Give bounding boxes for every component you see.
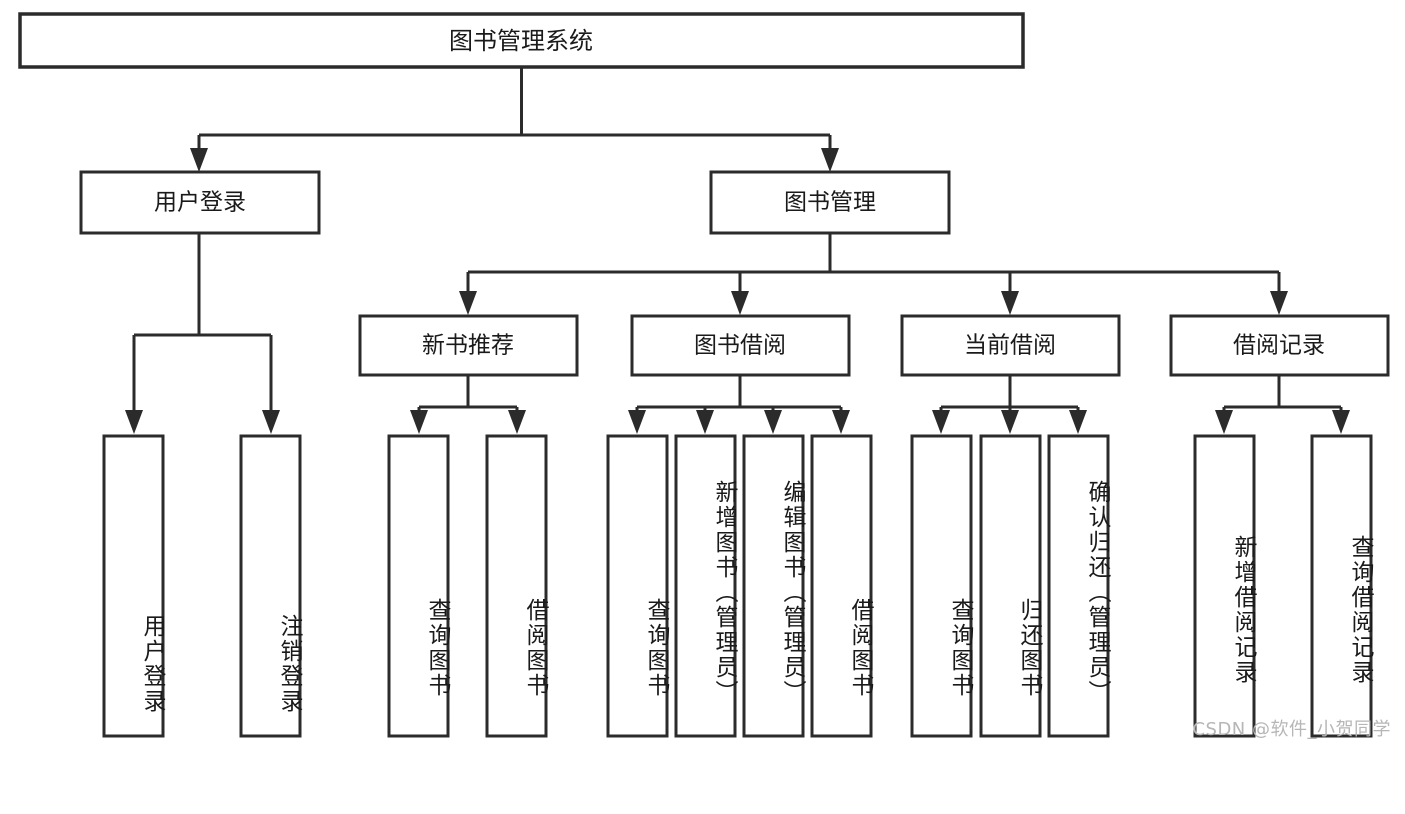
node-book-borrow-label: 图书借阅	[694, 333, 786, 359]
diagram-canvas: 图书管理系统 用户登录 图书管理 新书推荐 图书借阅 当前借阅 借阅记录	[18, 12, 1391, 740]
arrow-icon-leaf-record-1	[1332, 410, 1350, 434]
arrow-icon-to-current-borrow	[1001, 291, 1019, 315]
arrow-icon-leaf-current-1	[1001, 410, 1019, 434]
node-book-borrow-box[interactable]	[630, 314, 851, 377]
leaf-box-user-1[interactable]	[239, 434, 302, 738]
node-book-management-label: 图书管理	[784, 190, 876, 216]
arrow-icon-leaf-borrow-2	[764, 410, 782, 434]
arrow-icon-leaf-borrow-0	[628, 410, 646, 434]
node-new-book-recommend-box[interactable]	[358, 314, 579, 377]
node-current-borrow[interactable]: 当前借阅	[900, 314, 1121, 377]
node-book-borrow[interactable]: 图书借阅	[630, 314, 851, 377]
arrow-icon-to-user-login	[190, 148, 208, 172]
node-book-management-box[interactable]	[709, 170, 951, 235]
arrow-icon-to-borrow-record	[1270, 291, 1288, 315]
leaf-box-record-1[interactable]	[1310, 434, 1373, 738]
arrow-icon-leaf-borrow-3	[832, 410, 850, 434]
arrow-icon-to-book-mgmt	[821, 148, 839, 172]
leaf-box-borrow-0[interactable]	[606, 434, 669, 738]
node-new-book-recommend[interactable]: 新书推荐	[358, 314, 579, 377]
leaf-box-current-2[interactable]	[1047, 434, 1110, 738]
arrow-icon-to-book-borrow	[731, 291, 749, 315]
node-root-label: 图书管理系统	[449, 27, 593, 55]
node-borrow-record[interactable]: 借阅记录	[1169, 314, 1390, 377]
tree-diagram-svg: 图书管理系统 用户登录 图书管理 新书推荐 图书借阅 当前借阅 借阅记录	[18, 12, 1390, 738]
node-user-login-box[interactable]	[79, 170, 321, 235]
leaf-box-newbook-1[interactable]	[485, 434, 548, 738]
arrow-icon-leaf-user-1	[262, 410, 280, 434]
leaf-box-layer[interactable]	[102, 434, 1373, 738]
arrow-icon-leaf-record-0	[1215, 410, 1233, 434]
leaf-box-record-0[interactable]	[1193, 434, 1256, 738]
node-borrow-record-label: 借阅记录	[1233, 333, 1325, 359]
leaf-box-borrow-1[interactable]	[674, 434, 737, 738]
node-root[interactable]: 图书管理系统	[18, 12, 1025, 69]
node-user-login[interactable]: 用户登录	[79, 170, 321, 235]
leaf-box-borrow-2[interactable]	[742, 434, 805, 738]
node-new-book-recommend-label: 新书推荐	[422, 333, 514, 359]
arrow-icon-leaf-user-0	[125, 410, 143, 434]
arrow-icon-leaf-borrow-1	[696, 410, 714, 434]
leaf-box-user-0[interactable]	[102, 434, 165, 738]
node-user-login-label: 用户登录	[154, 190, 246, 216]
node-root-box[interactable]	[18, 12, 1025, 69]
node-current-borrow-label: 当前借阅	[964, 333, 1056, 359]
arrow-icon-leaf-current-2	[1069, 410, 1087, 434]
arrow-icon-to-new-book	[459, 291, 477, 315]
arrow-icon-leaf-newbook-1	[508, 410, 526, 434]
node-current-borrow-box[interactable]	[900, 314, 1121, 377]
leaf-box-current-0[interactable]	[910, 434, 973, 738]
leaf-box-newbook-0[interactable]	[387, 434, 450, 738]
node-borrow-record-box[interactable]	[1169, 314, 1390, 377]
csdn-watermark: CSDN @软件_小贺同学	[1192, 719, 1391, 740]
arrow-icon-leaf-newbook-0	[410, 410, 428, 434]
node-book-management[interactable]: 图书管理	[709, 170, 951, 235]
leaf-box-borrow-3[interactable]	[810, 434, 873, 738]
leaf-box-current-1[interactable]	[979, 434, 1042, 738]
arrow-icon-leaf-current-0	[932, 410, 950, 434]
